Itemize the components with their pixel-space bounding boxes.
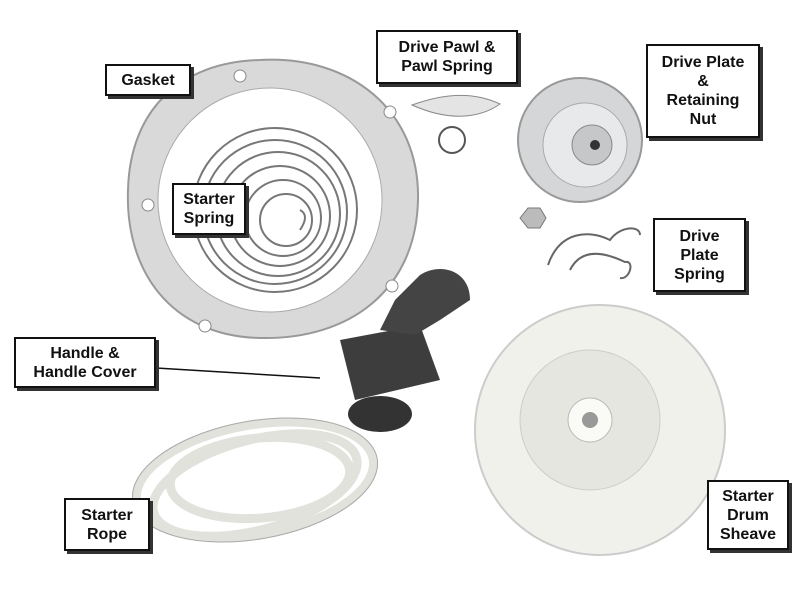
label-text: Nut xyxy=(689,111,717,128)
label-text: Sheave xyxy=(719,525,777,543)
label-text: Plate xyxy=(680,246,719,264)
drive-pawl-part xyxy=(410,94,501,117)
handle-part xyxy=(340,268,470,432)
label-text: & xyxy=(697,73,709,90)
label-text: Spring xyxy=(183,210,235,227)
label-text: Starter xyxy=(81,506,133,524)
label-text: Pawl Spring xyxy=(401,58,493,75)
label-text: Spring xyxy=(674,265,725,283)
retaining-nut-part xyxy=(519,207,547,229)
label-drive-pawl: Drive Pawl & Pawl Spring xyxy=(376,30,518,84)
label-text: Starter xyxy=(183,191,235,208)
handle-pointer-line xyxy=(155,367,321,379)
starter-drum-part xyxy=(474,304,726,556)
drive-plate-spring-part xyxy=(547,227,641,280)
label-text: Drive Pawl & xyxy=(398,39,496,56)
label-text: Drum xyxy=(727,506,769,524)
label-text: Rope xyxy=(87,525,127,543)
label-text: Drive xyxy=(679,227,720,245)
drive-plate-part xyxy=(517,77,643,203)
label-text: Gasket xyxy=(121,71,175,89)
label-text: Handle Cover xyxy=(33,363,137,381)
label-gasket: Gasket xyxy=(105,64,191,96)
label-text: Starter xyxy=(722,487,774,505)
pawl-spring-part xyxy=(438,126,466,154)
label-text: Retaining xyxy=(666,92,740,109)
label-text: Drive Plate xyxy=(661,54,745,71)
gasket-part xyxy=(126,58,420,340)
label-handle: Handle &Handle Cover xyxy=(14,337,156,388)
label-text: Handle & xyxy=(50,344,120,362)
